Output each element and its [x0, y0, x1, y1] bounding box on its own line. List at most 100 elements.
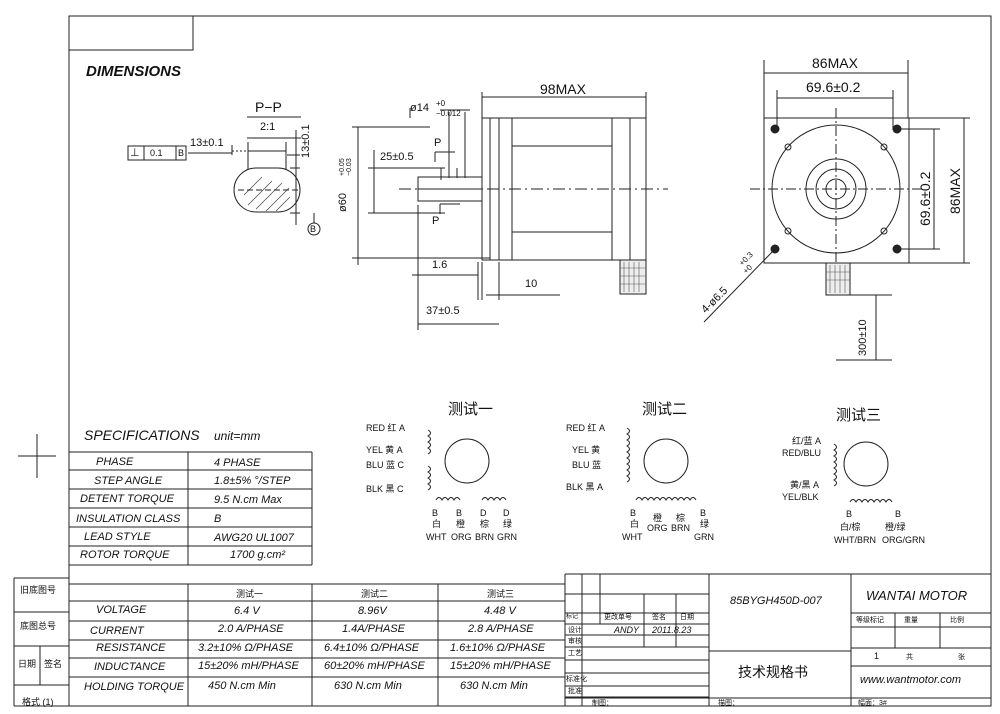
wiring-1-label: YEL 黄 A [366, 445, 403, 455]
datum-label: B [310, 224, 317, 234]
spec-label: INSULATION CLASS [76, 513, 181, 525]
wiring-2-pin: B [700, 508, 707, 518]
pilot-tol-bot: −0.03 [346, 158, 353, 176]
role-label: 批准 [568, 688, 582, 695]
test-cell: 15±20% mH/PHASE [450, 660, 551, 672]
test-cell: 630 N.cm Min [334, 680, 402, 692]
shaft-dia-dim: ø14 [410, 102, 429, 114]
shaft-dia-tol-bot: −0.012 [436, 109, 461, 118]
wiring-3-title: 测试三 [836, 407, 882, 424]
change-header: 日期 [680, 614, 694, 621]
wiring-3-label: 黄/黑 A [790, 480, 820, 490]
wiring-1-label: BLU 蓝 C [366, 460, 405, 470]
footer-label: 制图： [592, 700, 613, 707]
margin-label: 日期 [18, 659, 37, 669]
test-table-grid [69, 574, 566, 706]
flange-thickness-dim: 10 [525, 278, 538, 290]
test-cell: 630 N.cm Min [460, 680, 528, 692]
wiring-3-en: ORG/GRN [882, 535, 926, 545]
tolerance-value: 0.1 [150, 148, 163, 158]
wiring-2-cn: 白 [630, 519, 640, 529]
margin-label: 旧底图号 [20, 585, 57, 595]
wiring-3-pin: B [846, 509, 853, 519]
wiring-1-cn: 绿 [503, 519, 513, 529]
wiring-2-cn: 绿 [700, 519, 710, 529]
model-number: 85BYGH450D-007 [730, 595, 822, 607]
wiring-3-pin: B [895, 509, 902, 519]
spec-label: PHASE [96, 456, 134, 468]
test-cell: 8.96V [358, 605, 387, 617]
wiring-1-label: BLK 黑 C [366, 484, 404, 494]
wiring-2-en: WHT [622, 532, 643, 542]
footer-label: 描图： [718, 700, 739, 707]
spec-value: 1.8±5% °/STEP [214, 475, 291, 487]
flat-height-dim: 13±0.1 [300, 124, 312, 158]
section-mark-top: P [434, 137, 442, 149]
role-label: 审核 [568, 638, 582, 645]
wiring-1-label: RED 红 A [366, 423, 406, 433]
test-row-label: RESISTANCE [96, 642, 166, 654]
design-date: 2011.8.23 [652, 625, 692, 635]
wiring-3-label: 红/蓝 A [792, 436, 822, 446]
wiring-2-label: BLK 黑 A [566, 482, 604, 492]
wiring-1-pin: D [503, 508, 510, 518]
margin-label: 签名 [44, 659, 63, 669]
wiring-3-cn: 白/棕 [840, 522, 861, 532]
spec-table-grid [69, 451, 313, 566]
wiring-1-en: WHT [426, 532, 447, 542]
role-label: 设计 [568, 627, 582, 634]
role-label: 标准化 [566, 676, 587, 683]
test-cell: 6.4 V [234, 605, 260, 617]
spec-label: DETENT TORQUE [80, 493, 174, 505]
tolerance-symbol: ⊥ [130, 147, 140, 159]
test-header: 测试三 [487, 589, 515, 599]
sheet-unit: 张 [958, 654, 965, 661]
spec-value: 1700 g.cm² [230, 549, 286, 561]
wiring-1-title: 测试一 [448, 401, 494, 418]
test-row-label: INDUCTANCE [94, 661, 166, 673]
front-view [703, 60, 970, 361]
test-cell: 2.8 A/PHASE [468, 623, 534, 635]
wiring-3-label: YEL/BLK [782, 492, 819, 502]
shaft-length-dim: 25±0.5 [380, 151, 414, 163]
spec-value: 4 PHASE [214, 457, 261, 469]
wiring-2-en: ORG [647, 523, 668, 533]
stage-header: 重量 [904, 617, 918, 624]
test-cell: 450 N.cm Min [208, 680, 276, 692]
wiring-2-en: BRN [671, 523, 691, 533]
wiring-2-label: RED 红 A [566, 423, 606, 433]
spec-value: B [214, 513, 222, 525]
wiring-diagrams [427, 427, 893, 503]
wiring-2-en: GRN [694, 532, 714, 542]
change-header: 标记 [566, 614, 579, 620]
stage-header: 比例 [950, 617, 964, 624]
test-cell: 1.4A/PHASE [342, 623, 405, 635]
stage-header: 等级标记 [856, 617, 884, 624]
wiring-1-en: ORG [451, 532, 472, 542]
change-header: 签名 [652, 614, 666, 621]
shaft-dia-tol-top: +0 [436, 99, 446, 108]
wiring-3-label: RED/BLU [782, 448, 822, 458]
length-max-dim: 98MAX [540, 81, 586, 97]
test-cell: 4.48 V [484, 605, 516, 617]
wiring-3-en: WHT/BRN [834, 535, 876, 545]
wiring-2-label: YEL 黄 [572, 445, 601, 455]
test-cell: 3.2±10% Ω/PHASE [198, 642, 294, 654]
flat-width-dim: 13±0.1 [190, 137, 224, 149]
pilot-thickness-dim: 1.6 [432, 259, 448, 271]
dimensions-heading: DIMENSIONS [86, 63, 182, 80]
test-cell: 6.4±10% Ω/PHASE [324, 642, 420, 654]
section-label: P−P [255, 99, 282, 115]
test-row-label: VOLTAGE [96, 604, 147, 616]
spec-label: STEP ANGLE [94, 475, 163, 487]
sheet-of: 共 [906, 654, 913, 661]
wiring-1-cn: 白 [432, 519, 442, 529]
lead-length-dim: 300±10 [857, 319, 869, 356]
wiring-1-pin: B [456, 508, 463, 518]
section-scale: 2:1 [260, 121, 276, 133]
website: www.wantmotor.com [860, 674, 962, 686]
test-header: 测试一 [236, 589, 264, 599]
wiring-2-cn: 橙 [653, 513, 663, 523]
